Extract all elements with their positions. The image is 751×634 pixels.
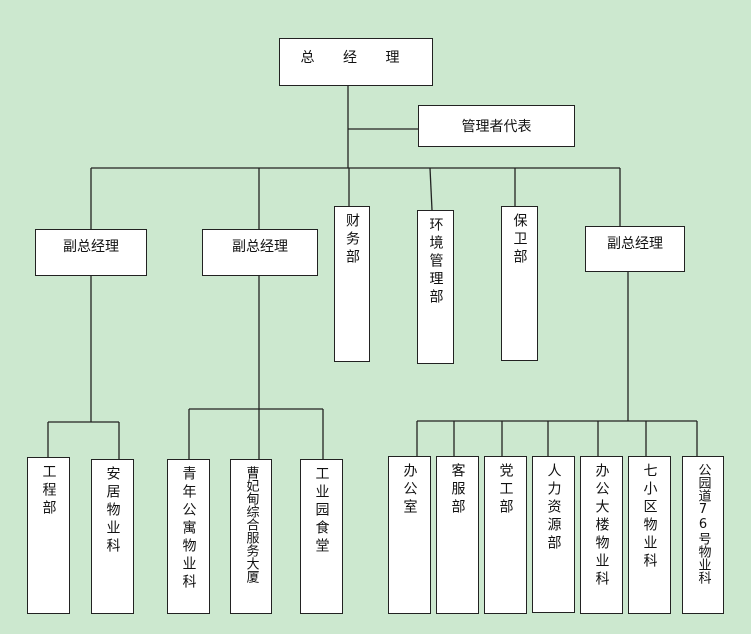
engineering-dept-box: 工程部 — [27, 457, 70, 614]
deputy-gm-3-box: 副总经理 — [585, 226, 685, 272]
deputy-gm-2-box: 副总经理 — [202, 229, 318, 276]
hr-dept-box: 人力资源部 — [532, 456, 575, 613]
office-box: 办公室 — [388, 456, 431, 614]
environment-mgmt-dept-box: 环境管理部 — [417, 210, 454, 364]
finance-dept-box: 财务部 — [334, 206, 370, 362]
customer-service-dept-box: 客服部 — [436, 456, 479, 614]
youth-apartment-property-box: 青年公寓物业科 — [167, 459, 210, 614]
general-manager-box: 总 经 理 — [279, 38, 433, 86]
security-dept-box: 保卫部 — [501, 206, 538, 361]
caofeidian-service-building-box: 曹妃甸综合服务大厦 — [230, 459, 272, 614]
industrial-park-canteen-box: 工业园食堂 — [300, 459, 343, 614]
district-7-property-box: 七小区物业科 — [628, 456, 671, 614]
park-road-76-property-box: 公园道76号物业科 — [682, 456, 724, 614]
management-representative-box: 管理者代表 — [418, 105, 575, 147]
deputy-gm-1-box: 副总经理 — [35, 229, 147, 276]
anju-property-section-box: 安居物业科 — [91, 459, 134, 614]
party-work-dept-box: 党工部 — [484, 456, 527, 614]
office-building-property-box: 办公大楼物业科 — [580, 456, 623, 614]
